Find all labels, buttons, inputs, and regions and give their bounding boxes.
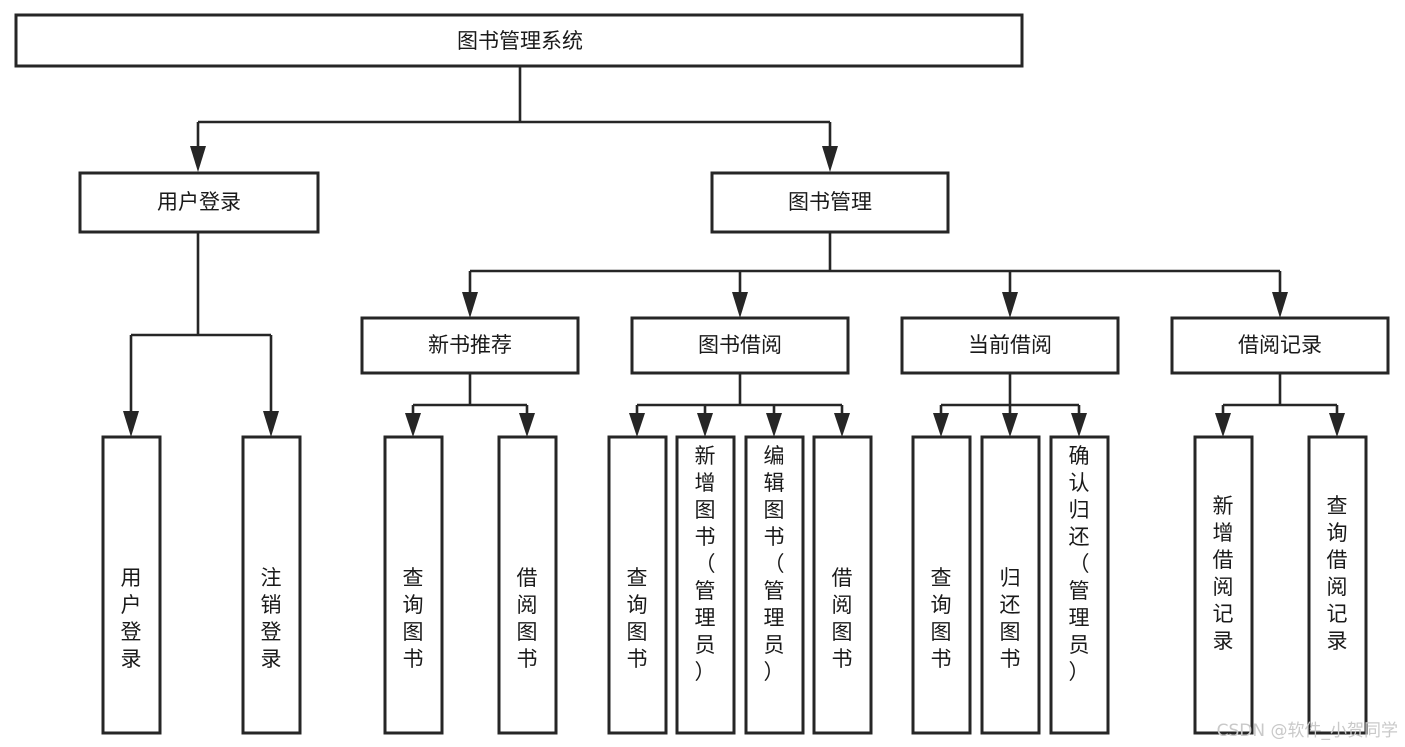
node-leaf-confirm-return[interactable]: 确认归还（管理员） [1049, 435, 1110, 735]
arrow-bookborrow-leaf-4 [834, 413, 850, 437]
node-borrow-record-label: 借阅记录 [1238, 333, 1322, 357]
node-leaf-user-login-label: 用户登录 [121, 566, 142, 671]
node-new-book-recommend-box[interactable] [360, 316, 580, 375]
arrow-bookmanage-child-2 [732, 292, 748, 318]
connector-group-borrow-record [1215, 373, 1345, 437]
arrow-bookmanage-child-1 [462, 292, 478, 318]
node-leaf-query-record[interactable]: 查询借阅记录 [1307, 435, 1368, 735]
node-root-label: 图书管理系统 [457, 29, 583, 53]
watermark-label: CSDN @软件_小贺同学 [1217, 721, 1398, 741]
node-current-borrow-label: 当前借阅 [968, 333, 1052, 357]
connector-group-book-borrow [629, 373, 850, 437]
node-book-manage-label: 图书管理 [788, 190, 872, 214]
node-user-login-box[interactable] [78, 171, 320, 234]
connector-group-book-manage [462, 232, 1288, 318]
node-leaf-return-book-label: 归还图书 [1000, 566, 1021, 671]
node-leaf-query-book-1-label: 查询图书 [403, 566, 424, 671]
node-leaf-user-logout-label: 注销登录 [261, 566, 282, 671]
node-leaf-edit-book-label: 编辑图书（管理员） [764, 444, 785, 684]
node-leaf-query-book-2-label: 查询图书 [627, 566, 648, 671]
connector-group-root [190, 66, 838, 172]
connector-group-new-book-recommend [405, 373, 535, 437]
node-leaf-edit-book-box[interactable] [744, 435, 805, 735]
node-leaf-borrow-book-1-label: 借阅图书 [517, 566, 538, 671]
node-book-manage-box[interactable] [710, 171, 950, 234]
arrow-root-to-userlogin [190, 146, 206, 172]
node-leaf-user-login-box[interactable] [101, 435, 162, 735]
arrow-bookmanage-child-3 [1002, 292, 1018, 318]
node-leaf-borrow-book-2[interactable]: 借阅图书 [812, 435, 873, 735]
arrow-currentborrow-leaf-2 [1002, 413, 1018, 437]
node-book-borrow-box[interactable] [630, 316, 850, 375]
node-borrow-record[interactable]: 借阅记录 [1170, 316, 1390, 375]
node-leaf-query-book-2[interactable]: 查询图书 [607, 435, 668, 735]
arrow-borrowrecord-leaf-1 [1215, 413, 1231, 437]
arrow-currentborrow-leaf-3 [1071, 413, 1087, 437]
node-leaf-query-record-label: 查询借阅记录 [1327, 494, 1348, 653]
arrow-borrowrecord-leaf-2 [1329, 413, 1345, 437]
node-leaf-return-book-box[interactable] [980, 435, 1041, 735]
arrow-bookborrow-leaf-3 [766, 413, 782, 437]
node-leaf-user-logout[interactable]: 注销登录 [241, 435, 302, 735]
node-leaf-borrow-book-2-box[interactable] [812, 435, 873, 735]
node-leaf-query-record-box[interactable] [1307, 435, 1368, 735]
node-new-book-recommend[interactable]: 新书推荐 [360, 316, 580, 375]
node-leaf-user-logout-box[interactable] [241, 435, 302, 735]
node-leaf-borrow-book-2-label: 借阅图书 [832, 566, 853, 671]
arrow-currentborrow-leaf-1 [933, 413, 949, 437]
node-current-borrow[interactable]: 当前借阅 [900, 316, 1120, 375]
node-borrow-record-box[interactable] [1170, 316, 1390, 375]
node-book-borrow[interactable]: 图书借阅 [630, 316, 850, 375]
node-leaf-add-record[interactable]: 新增借阅记录 [1193, 435, 1254, 735]
node-leaf-borrow-book-1-box[interactable] [497, 435, 558, 735]
node-leaf-edit-book[interactable]: 编辑图书（管理员） [744, 435, 805, 735]
connector-group-current-borrow [933, 373, 1087, 437]
node-root-system[interactable]: 图书管理系统 [14, 13, 1024, 68]
node-leaf-query-book-3-box[interactable] [911, 435, 972, 735]
node-leaf-add-record-box[interactable] [1193, 435, 1254, 735]
node-leaf-add-book-box[interactable] [675, 435, 736, 735]
node-leaf-query-book-1[interactable]: 查询图书 [383, 435, 444, 735]
arrow-userlogin-leaf-2 [263, 411, 279, 437]
arrow-bookmanage-child-4 [1272, 292, 1288, 318]
node-leaf-return-book[interactable]: 归还图书 [980, 435, 1041, 735]
arrow-bookborrow-leaf-1 [629, 413, 645, 437]
node-leaf-query-book-3-label: 查询图书 [931, 566, 952, 671]
node-current-borrow-box[interactable] [900, 316, 1120, 375]
node-new-book-recommend-label: 新书推荐 [428, 333, 512, 357]
node-leaf-user-login[interactable]: 用户登录 [101, 435, 162, 735]
arrow-newbook-leaf-1 [405, 413, 421, 437]
node-user-login[interactable]: 用户登录 [78, 171, 320, 234]
node-book-manage[interactable]: 图书管理 [710, 171, 950, 234]
node-leaf-query-book-3[interactable]: 查询图书 [911, 435, 972, 735]
node-leaf-add-book-label: 新增图书（管理员） [695, 444, 716, 684]
arrow-userlogin-leaf-1 [123, 411, 139, 437]
arrow-bookborrow-leaf-2 [697, 413, 713, 437]
arrow-root-to-bookmanage [822, 146, 838, 172]
node-leaf-add-record-label: 新增借阅记录 [1213, 494, 1234, 653]
node-leaf-add-book[interactable]: 新增图书（管理员） [675, 435, 736, 735]
node-leaf-borrow-book-1[interactable]: 借阅图书 [497, 435, 558, 735]
node-book-borrow-label: 图书借阅 [698, 333, 782, 357]
connector-group-user-login [123, 232, 279, 437]
node-leaf-query-book-1-box[interactable] [383, 435, 444, 735]
node-leaf-query-book-2-box[interactable] [607, 435, 668, 735]
node-leaf-confirm-return-box[interactable] [1049, 435, 1110, 735]
node-root-box[interactable] [14, 13, 1024, 68]
arrow-newbook-leaf-2 [519, 413, 535, 437]
node-user-login-label: 用户登录 [157, 190, 241, 214]
node-leaf-confirm-return-label: 确认归还（管理员） [1069, 444, 1090, 684]
